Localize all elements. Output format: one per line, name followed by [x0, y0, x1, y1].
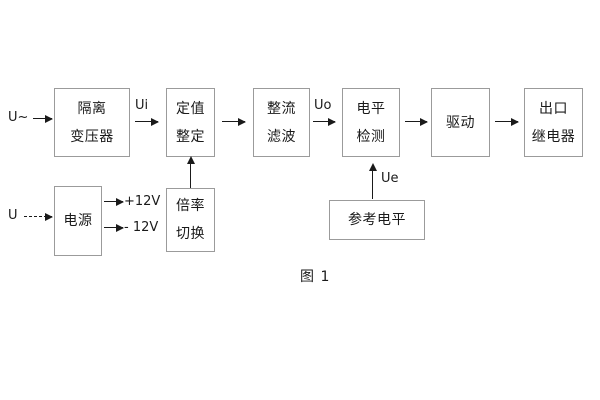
dc-input-label: U — [8, 208, 18, 223]
arrow-multiplier-switch-to-setting-value — [186, 156, 195, 188]
arrow-supply-negative — [104, 223, 124, 232]
block-setting-value-line2: 整定 — [176, 128, 205, 145]
block-isolation-transformer-line1: 隔离 — [77, 100, 107, 117]
ac-input-label: U~ — [8, 110, 29, 125]
ue-label: Ue — [381, 171, 399, 186]
block-drive-line1: 驱动 — [446, 114, 475, 131]
arrow-ac-input-to-isolation-transformer — [33, 114, 53, 123]
block-multiplier-switch-line1: 倍率 — [176, 198, 205, 214]
block-reference-level-line1: 参考电平 — [348, 212, 406, 228]
arrow-rectify-filter-to-level-detect — [313, 117, 336, 126]
arrow-setting-value-to-rectify-filter — [222, 117, 246, 126]
arrow-reference-level-to-level-detect — [368, 163, 377, 199]
supply-negative-label: - 12V — [124, 220, 159, 235]
block-setting-value-line1: 定值 — [176, 100, 205, 117]
arrow-isolation-transformer-to-setting-value — [135, 117, 159, 126]
supply-positive-label: +12V — [124, 194, 161, 209]
block-drive: 驱动 — [431, 88, 490, 157]
block-output-relay-line1: 出口 — [539, 100, 568, 117]
block-level-detect-line1: 电平 — [356, 100, 386, 117]
block-power-supply-line1: 电源 — [63, 213, 93, 229]
arrow-drive-to-output-relay — [495, 117, 519, 126]
block-power-supply: 电源 — [54, 186, 102, 256]
block-output-relay-line2: 继电器 — [531, 128, 576, 145]
arrow-level-detect-to-drive — [405, 117, 428, 126]
uo-label: Uo — [314, 98, 332, 113]
ui-label: Ui — [135, 98, 149, 113]
block-output-relay: 出口 继电器 — [524, 88, 583, 157]
block-isolation-transformer: 隔离 变压器 — [54, 88, 130, 157]
block-rectify-filter: 整流 滤波 — [253, 88, 310, 157]
block-multiplier-switch-line2: 切换 — [176, 226, 205, 242]
block-isolation-transformer-line2: 变压器 — [70, 128, 114, 145]
block-level-detect: 电平 检测 — [342, 88, 400, 157]
block-setting-value: 定值 整定 — [166, 88, 215, 157]
block-multiplier-switch: 倍率 切换 — [166, 188, 215, 252]
arrow-supply-positive — [104, 197, 124, 206]
block-level-detect-line2: 检测 — [356, 128, 386, 145]
block-reference-level: 参考电平 — [329, 200, 425, 240]
arrow-dc-input-to-power-supply — [24, 213, 53, 221]
block-rectify-filter-line1: 整流 — [267, 100, 296, 117]
figure-caption: 图 1 — [300, 269, 331, 285]
block-rectify-filter-line2: 滤波 — [267, 128, 296, 145]
